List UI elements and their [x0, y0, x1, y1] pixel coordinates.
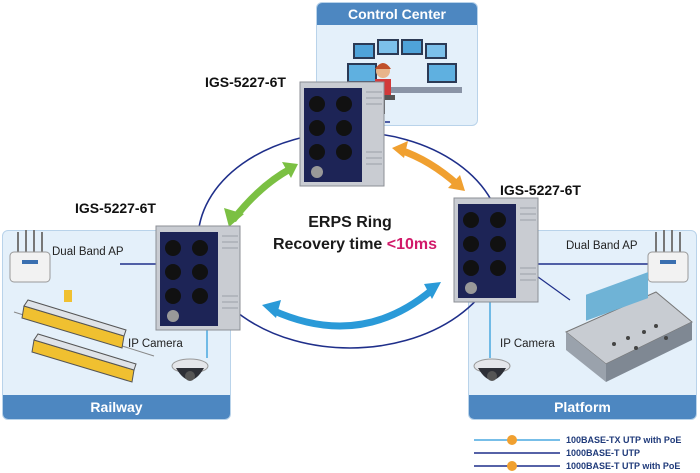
platform-camera-icon [473, 358, 511, 381]
blue-arrow [262, 282, 441, 330]
recovery-value: <10ms [386, 236, 438, 253]
operator-workstation-illustration [337, 39, 462, 114]
station-platform-illustration [565, 272, 693, 382]
switch-top [299, 81, 385, 187]
ring-title: ERPS Ring [308, 214, 392, 231]
legend-item-1: 100BASE-TX UTP with PoE [566, 435, 682, 445]
railway-camera-icon [171, 358, 209, 381]
recovery-prefix: Recovery time [272, 236, 387, 253]
legend-item-3: 1000BASE-T UTP with PoE [566, 461, 681, 471]
train-illustration [13, 290, 155, 383]
control-center-title: Control Center [317, 3, 477, 25]
railway-title: Railway [3, 395, 230, 419]
railway-camera-label: IP Camera [128, 338, 183, 350]
control-center-panel: Control Center [316, 2, 478, 126]
legend-symbols [474, 435, 560, 471]
railway-access-point-icon [9, 230, 51, 283]
platform-access-point-icon [647, 230, 689, 283]
switch-left [155, 225, 241, 331]
orange-arrow [392, 141, 465, 191]
switch-right-label: IGS-5227-6T [500, 182, 581, 198]
railway-ap-label: Dual Band AP [52, 246, 124, 258]
switch-top-label: IGS-5227-6T [205, 74, 286, 90]
ring-recovery-time: Recovery time <10ms [250, 236, 460, 254]
platform-title: Platform [469, 395, 696, 419]
poe-icon [507, 461, 517, 471]
platform-ap-label: Dual Band AP [566, 240, 638, 252]
legend-item-2: 1000BASE-T UTP [566, 448, 641, 458]
green-arrow [224, 162, 298, 227]
switch-right [453, 197, 539, 303]
switch-left-label: IGS-5227-6T [75, 200, 156, 216]
platform-camera-label: IP Camera [500, 338, 555, 350]
poe-icon [507, 435, 517, 445]
